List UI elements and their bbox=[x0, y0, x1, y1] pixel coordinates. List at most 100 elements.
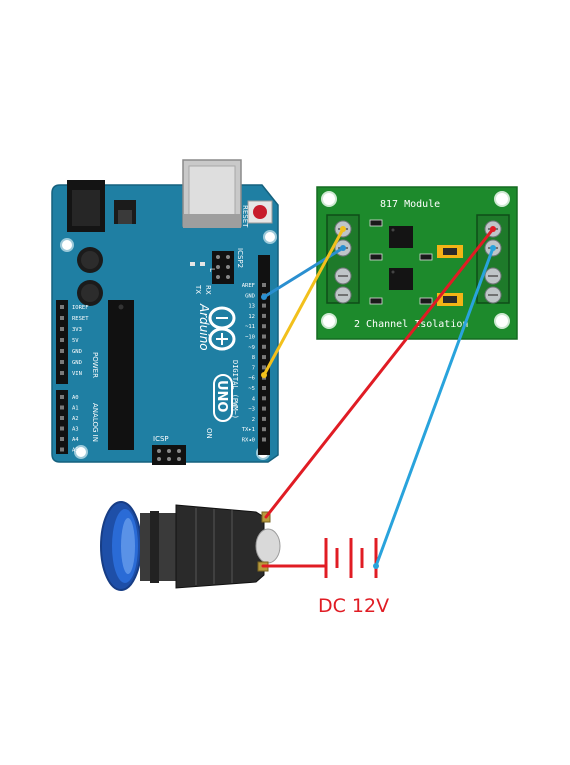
resistor bbox=[419, 253, 433, 261]
pin-label: A2 bbox=[72, 416, 79, 422]
icsp-label: ICSP bbox=[153, 435, 169, 443]
icsp2-label: ICSP2 bbox=[236, 248, 244, 268]
pin-label: GND bbox=[72, 349, 82, 355]
pin-label: 3V3 bbox=[72, 327, 82, 333]
reset-button bbox=[247, 200, 273, 224]
mounting-hole bbox=[321, 191, 337, 207]
pin-label: ~9 bbox=[248, 345, 255, 351]
pin-label: TX▸1 bbox=[242, 427, 255, 433]
pin-label: ~6 bbox=[248, 376, 255, 382]
positive-wire bbox=[264, 227, 495, 519]
arduino-brand-text: Arduino bbox=[197, 303, 211, 351]
header-pin bbox=[60, 437, 64, 441]
pin-label: GND bbox=[245, 293, 255, 299]
pin-label: ~10 bbox=[245, 335, 255, 341]
mounting-hole bbox=[74, 445, 88, 459]
header-pin bbox=[60, 327, 64, 331]
rx-label: RX bbox=[204, 285, 212, 295]
on-label: ON bbox=[205, 428, 213, 439]
pin-label: 4 bbox=[252, 396, 256, 402]
header-pin bbox=[262, 365, 266, 370]
power-pin-labels: IOREF RESET 3V3 5V GND GND VIN bbox=[72, 305, 89, 377]
header-pin bbox=[60, 416, 64, 420]
icsp2-header bbox=[212, 251, 234, 284]
pin-label: ~3 bbox=[248, 407, 255, 413]
reset-label: RESET bbox=[241, 205, 249, 228]
header-pin bbox=[262, 437, 266, 442]
pin-label: A1 bbox=[72, 406, 79, 412]
arduino-uno-board: RESET ICSP2 TX RX L Arduino bbox=[51, 159, 279, 465]
header-pin bbox=[262, 344, 266, 349]
pin-label: VIN bbox=[72, 371, 82, 377]
power-header bbox=[56, 300, 68, 384]
pin-label: RX◂0 bbox=[242, 438, 255, 444]
mounting-hole bbox=[494, 191, 510, 207]
header-pin bbox=[60, 426, 64, 431]
header-pin bbox=[262, 355, 266, 360]
pin-label: A3 bbox=[72, 427, 79, 433]
header-pin bbox=[60, 305, 64, 309]
mounting-hole bbox=[263, 230, 277, 244]
pin-label: IOREF bbox=[72, 305, 89, 311]
header-pin bbox=[60, 316, 64, 320]
pin-label: 12 bbox=[248, 314, 255, 320]
optocoupler-module: 817 Module 2 Channel Isolation bbox=[316, 186, 518, 340]
header-pin bbox=[60, 405, 64, 410]
pin-label: ~11 bbox=[245, 324, 255, 330]
pin-label: 5V bbox=[72, 338, 79, 344]
negative-wire bbox=[374, 246, 495, 568]
analog-header bbox=[56, 390, 68, 454]
pin-label: AREF bbox=[242, 283, 255, 289]
resistor bbox=[369, 219, 383, 227]
header-pin bbox=[262, 386, 266, 390]
pin-label: A0 bbox=[72, 395, 79, 401]
mounting-hole bbox=[494, 313, 510, 329]
header-pin bbox=[262, 406, 266, 411]
resistor bbox=[419, 297, 433, 305]
jumper bbox=[437, 293, 463, 306]
header-pin bbox=[60, 338, 64, 342]
module-title: 817 Module bbox=[380, 199, 440, 210]
header-pin bbox=[262, 334, 266, 339]
header-pin bbox=[262, 427, 266, 432]
arduino-logo bbox=[208, 306, 236, 351]
l-led-label: L bbox=[208, 268, 216, 272]
mounting-hole bbox=[321, 313, 337, 329]
header-pin bbox=[60, 371, 64, 375]
header-pin bbox=[262, 303, 266, 308]
icsp-header bbox=[152, 445, 186, 465]
header-pin bbox=[60, 349, 64, 353]
voltage-regulator bbox=[114, 200, 136, 224]
tx-label: TX bbox=[194, 284, 202, 294]
uno-logo: UNO bbox=[213, 374, 233, 422]
signal-wire bbox=[262, 227, 345, 377]
indicator-lamp bbox=[100, 501, 281, 591]
header-pin bbox=[60, 447, 64, 452]
pin-label: A4 bbox=[72, 437, 79, 443]
module-subtitle: 2 Channel Isolation bbox=[354, 319, 468, 330]
power-label: POWER bbox=[91, 352, 99, 378]
analog-label: ANALOG IN bbox=[91, 403, 99, 442]
header-pin bbox=[262, 313, 266, 318]
atmega328-chip bbox=[108, 300, 134, 450]
header-pin bbox=[262, 396, 266, 401]
pin-label: GND bbox=[72, 360, 82, 366]
pin-label: 7 bbox=[252, 365, 255, 371]
mounting-hole bbox=[60, 238, 74, 252]
optocoupler-chip bbox=[389, 226, 413, 248]
battery-symbol bbox=[324, 538, 378, 578]
header-pin bbox=[262, 324, 266, 329]
pin-label: 8 bbox=[252, 355, 255, 361]
pin-label: ~5 bbox=[248, 386, 255, 392]
header-pin bbox=[60, 360, 64, 364]
header-pin bbox=[60, 395, 64, 399]
digital-label: DIGITAL (PWM~) bbox=[231, 360, 239, 419]
battery-voltage-label: DC 12V bbox=[318, 595, 390, 617]
resistor bbox=[369, 297, 383, 305]
resistor bbox=[369, 253, 383, 261]
jumper bbox=[437, 245, 463, 258]
pin-label: RESET bbox=[72, 316, 89, 322]
uno-text: UNO bbox=[214, 380, 229, 413]
